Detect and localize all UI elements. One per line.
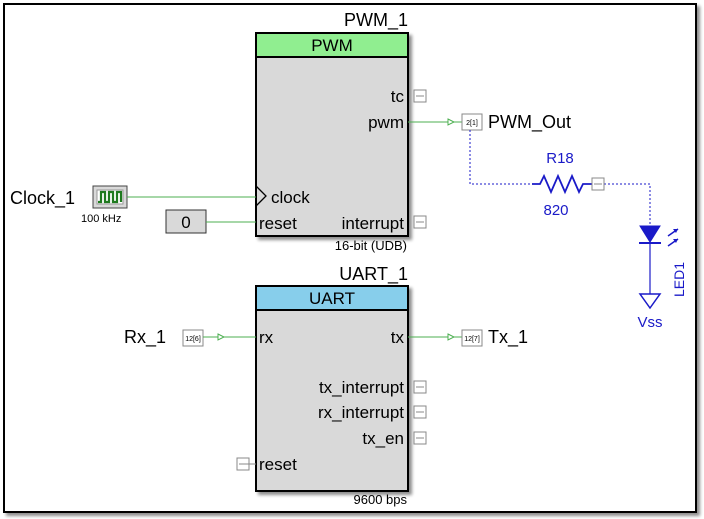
pwm-port-clock: clock	[271, 188, 310, 207]
pwm-port-interrupt: interrupt	[342, 214, 405, 233]
pwm-header-bar	[255, 32, 409, 58]
pwm-block[interactable]: PWM PWM_1 tc pwm clock reset interrupt 1…	[255, 10, 427, 253]
led-diode-icon	[639, 225, 661, 243]
pwm-footer: 16-bit (UDB)	[335, 238, 407, 253]
uart-instance-name: UART_1	[339, 264, 408, 285]
analog-net-left	[469, 130, 536, 185]
tx-pin-box	[461, 329, 483, 347]
uart-port-tx-en: tx_en	[362, 429, 404, 448]
pwm-block-body	[255, 32, 409, 237]
uart-port-rx-interrupt: rx_interrupt	[318, 403, 404, 422]
clock-input-marker	[255, 185, 267, 207]
clock-frequency: 100 kHz	[81, 213, 121, 225]
pwm-out-arrow	[447, 118, 456, 126]
ground-name: Vss	[637, 314, 662, 331]
resistor-value: 820	[543, 202, 568, 219]
led-name: LED1	[671, 262, 687, 297]
pwm-out-pin-box	[461, 113, 483, 131]
uart-footer: 9600 bps	[354, 492, 408, 507]
rx-pin[interactable]: Rx_1 12[6]	[124, 327, 204, 348]
uart-header-label: UART	[309, 289, 355, 308]
uart-port-tx-interrupt: tx_interrupt	[319, 378, 404, 397]
uart-port-tx: tx	[391, 328, 405, 347]
analog-net-right	[604, 183, 651, 224]
pwm-port-pwm: pwm	[368, 113, 404, 132]
uart-block-body	[255, 285, 409, 492]
pwm-header-label: PWM	[311, 36, 353, 55]
resistor-r18[interactable]: R18 820	[532, 150, 605, 219]
pwm-port-tc: tc	[391, 87, 405, 106]
rx-arrow	[217, 333, 226, 341]
ground-icon	[638, 293, 662, 310]
tx-pin-number: 12[7]	[464, 336, 480, 343]
tx-pin[interactable]: 12[7] Tx_1	[461, 327, 528, 348]
rx-pin-name: Rx_1	[124, 327, 166, 348]
pwm-instance-name: PWM_1	[344, 10, 408, 31]
uart-block[interactable]: UART UART_1 rx tx tx_interrupt rx_interr…	[236, 264, 427, 507]
led-emission-arrowhead-2	[673, 239, 678, 243]
uart-port-rx: rx	[259, 328, 274, 347]
square-wave-icon	[98, 190, 123, 204]
tx-pin-name: Tx_1	[488, 327, 528, 348]
resistor-zigzag-icon	[532, 173, 592, 195]
rx-pin-box	[182, 329, 204, 347]
vss-ground[interactable]: Vss	[637, 293, 663, 331]
uart-port-reset: reset	[259, 455, 297, 474]
resistor-name: R18	[546, 150, 574, 167]
pwm-out-pin-name: PWM_Out	[488, 112, 571, 133]
pwm-out-pin[interactable]: 2[1] PWM_Out	[461, 112, 571, 133]
pwm-out-pin-number: 2[1]	[466, 120, 478, 127]
reset-constant[interactable]: 0	[165, 209, 207, 234]
pwm-port-reset: reset	[259, 214, 297, 233]
uart-header-bar	[255, 285, 409, 311]
tx-arrow	[447, 333, 456, 341]
rx-pin-number: 12[6]	[185, 336, 201, 343]
reset-constant-value: 0	[181, 213, 190, 232]
led-emission-arrowhead-1	[673, 229, 678, 233]
led1[interactable]: LED1	[639, 225, 687, 297]
clock-name: Clock_1	[10, 188, 75, 209]
